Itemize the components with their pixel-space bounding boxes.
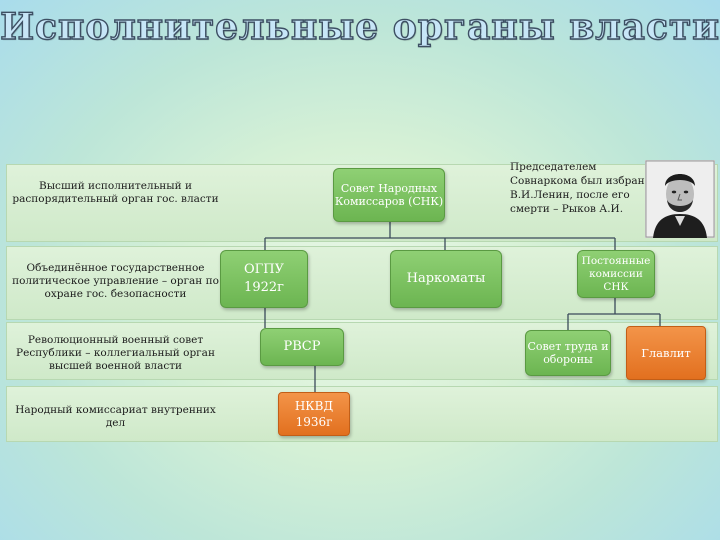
row-label-snk: Высший исполнительный и распорядительный… xyxy=(12,180,219,205)
row-label-rvsr: Революционный военный совет Республики –… xyxy=(16,334,215,372)
glavlit-box: Главлит xyxy=(626,326,706,380)
nkvd-box-name: НКВД xyxy=(294,399,334,413)
postoyannye-komissii-box: Постоянные комиссии СНК xyxy=(577,250,655,298)
narkomaty-box: Наркоматы xyxy=(390,250,502,308)
nkvd-box-year: 1936г xyxy=(295,415,333,429)
row-label-nkvd: Народный комиссариат внутренних дел xyxy=(15,404,216,429)
ogpu-box: ОГПУ 1922г xyxy=(220,250,308,308)
rvsr-box: РВСР xyxy=(260,328,344,366)
row-label-ogpu: Объединённое государственное политическо… xyxy=(12,262,219,300)
nkvd-box: НКВД 1936г xyxy=(278,392,350,436)
snk-box: Совет Народных Комиссаров (СНК) xyxy=(333,168,445,222)
chairman-note: Председателем Совнаркома был избран В.И.… xyxy=(510,161,645,215)
sovet-truda-box: Совет труда и обороны xyxy=(525,330,611,376)
page-title: Исполнительные органы власти xyxy=(0,5,720,48)
row-band-4 xyxy=(6,386,718,442)
ogpu-box-year: 1922г xyxy=(244,280,284,295)
ogpu-box-name: ОГПУ xyxy=(244,262,284,277)
lenin-rykov-portrait xyxy=(645,160,715,238)
